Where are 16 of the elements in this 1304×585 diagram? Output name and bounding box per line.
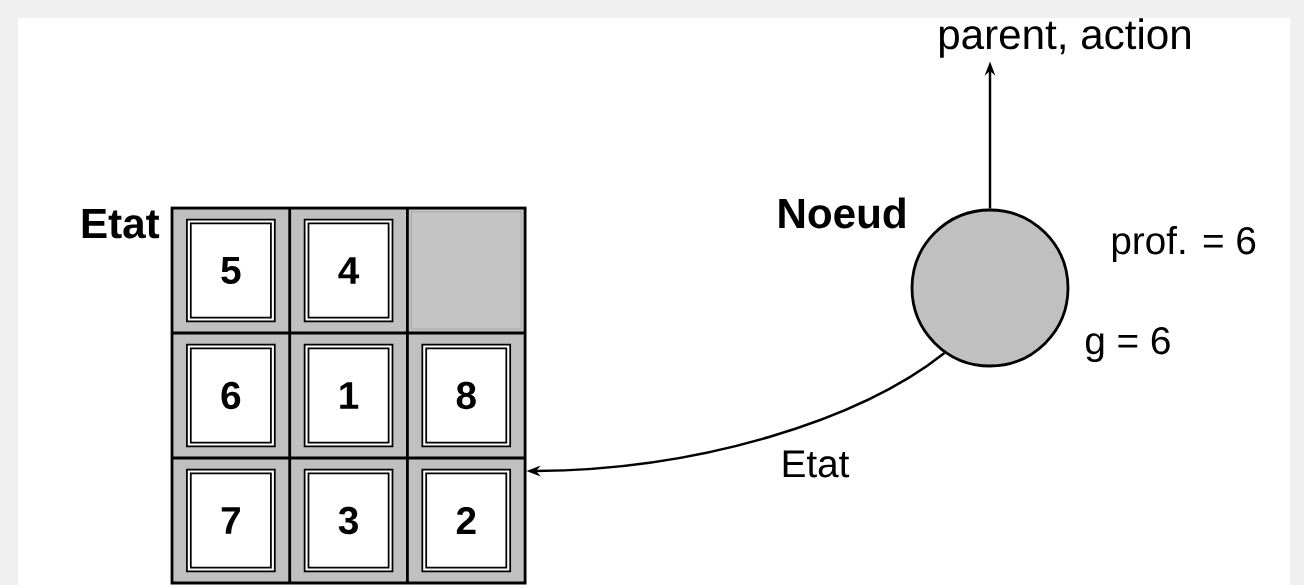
number-tile: 8 [421, 343, 512, 448]
number-tile: 4 [303, 218, 394, 323]
field-label: parent, action [939, 18, 1190, 58]
grid-heading: Etat [82, 208, 160, 239]
tree-node-circle [779, 197, 1070, 368]
number-tile: 5 [186, 218, 276, 323]
node-heading: Noeud [779, 197, 905, 229]
edge-label: Etat [777, 447, 853, 481]
empty-tile [410, 211, 522, 330]
number-tile: 7 [186, 468, 276, 573]
number-tile: 1 [303, 343, 394, 448]
node-attribute: prof. = 6 [1112, 226, 1256, 262]
number-tile: 6 [186, 343, 276, 448]
number-tile: 2 [421, 468, 512, 573]
number-tile: 3 [303, 468, 394, 573]
node-attribute: g = 6 [1086, 327, 1170, 362]
